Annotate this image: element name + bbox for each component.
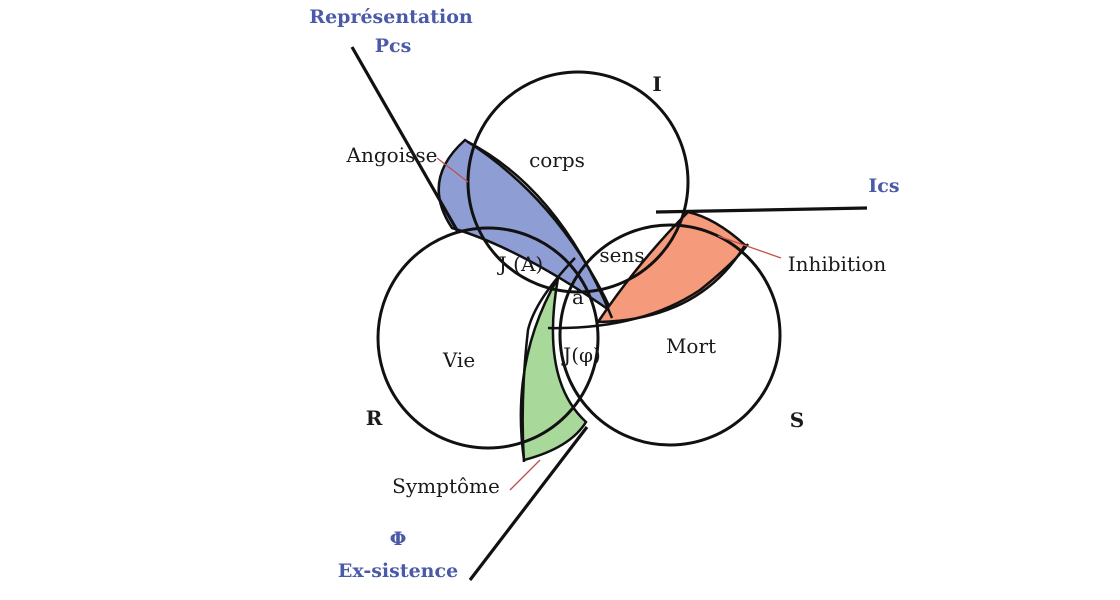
axis-ics bbox=[655, 206, 868, 214]
intersection-sens: sens bbox=[599, 243, 644, 267]
leader-symptome bbox=[509, 459, 541, 491]
spiral-stroke-top bbox=[467, 140, 614, 319]
label-inhibition: Inhibition bbox=[788, 252, 887, 276]
label-ex-sistence: Ex-sistence bbox=[338, 560, 458, 582]
label-pcs: Pcs bbox=[375, 35, 412, 57]
spiral-stroke-center bbox=[521, 257, 576, 463]
intersection-j-phi: J(φ) bbox=[561, 343, 601, 367]
label-representation: Représentation bbox=[309, 6, 473, 28]
leader-angoisse bbox=[436, 157, 469, 183]
field-mort: Mort bbox=[666, 334, 716, 358]
angoisse-region bbox=[437, 138, 616, 316]
ring-label-s: S bbox=[790, 408, 804, 432]
intersection-j-a: J (A) bbox=[497, 252, 543, 276]
axis-representation bbox=[350, 46, 460, 233]
field-vie: Vie bbox=[442, 348, 475, 372]
axis-ex-sistence bbox=[468, 426, 589, 581]
label-symptome: Symptôme bbox=[392, 474, 500, 498]
field-corps: corps bbox=[529, 148, 585, 172]
ring-symbolic bbox=[558, 223, 782, 447]
label-phi: Φ bbox=[390, 528, 407, 550]
intersection-a: a bbox=[572, 285, 584, 309]
ring-real bbox=[376, 226, 600, 450]
leader-inhibition bbox=[717, 235, 782, 259]
inhibition-region bbox=[595, 210, 747, 324]
spiral-stroke-right bbox=[547, 243, 750, 330]
label-angoisse: Angoisse bbox=[346, 143, 438, 167]
ring-label-r: R bbox=[366, 406, 383, 430]
ring-label-i: I bbox=[652, 72, 661, 96]
symptome-region bbox=[519, 277, 588, 462]
label-ics: Ics bbox=[868, 175, 899, 197]
